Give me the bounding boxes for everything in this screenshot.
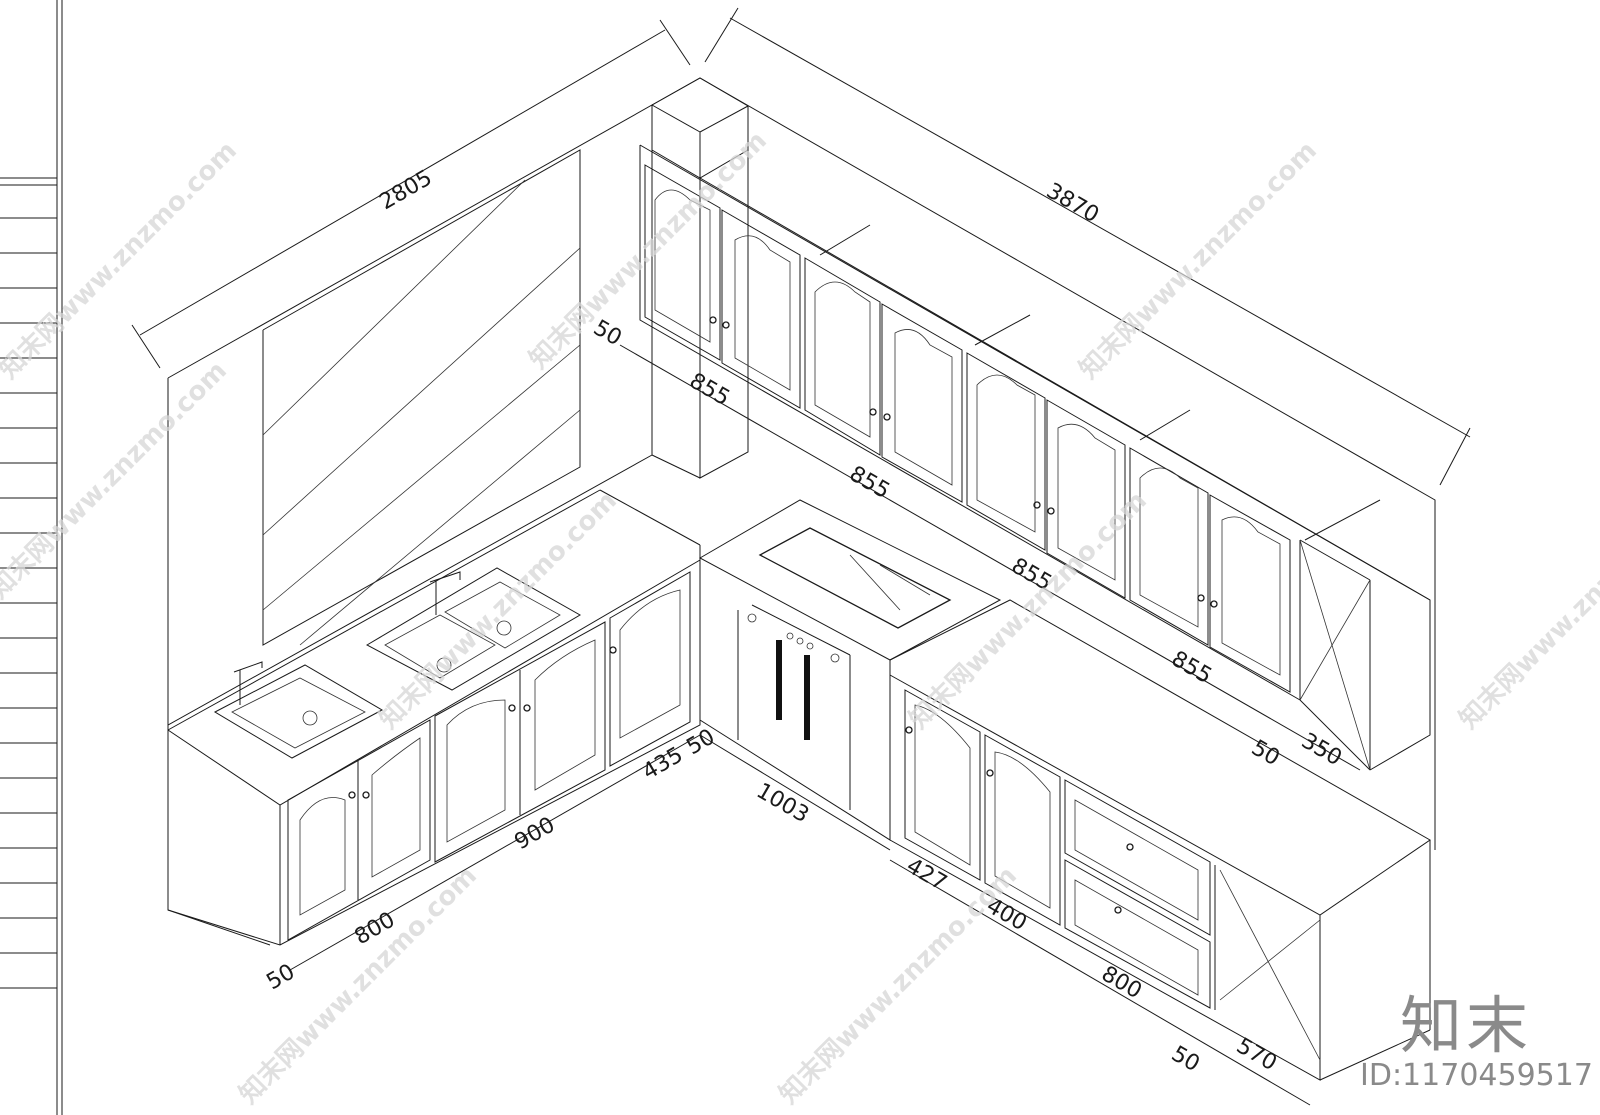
dimension-labels: 2805 3870 50 855 855 855 855 350 50 50 8… — [263, 166, 1346, 1078]
upper-cabinets — [639, 144, 1431, 771]
brand-logo: 知末 — [1400, 989, 1533, 1062]
dim-435: 435 — [639, 743, 688, 786]
dim-3870: 3870 — [1042, 179, 1103, 229]
watermark-9: 知末网www.znzmo.com — [1454, 486, 1600, 735]
double-sink — [365, 567, 582, 691]
dim-50-left: 50 — [263, 960, 300, 996]
sidebar-ruler — [0, 0, 63, 1115]
watermark-1: 知末网www.znzmo.com — [0, 136, 243, 385]
image-id-label: ID:1170459517 — [1360, 1058, 1593, 1093]
watermark-6: 知末网www.znzmo.com — [904, 486, 1153, 735]
range-hood-column — [651, 77, 749, 479]
base-cabinets-right — [889, 599, 1431, 1081]
dim-50-upper-end: 50 — [1247, 736, 1284, 772]
oven-handle-left — [776, 640, 782, 720]
base-cabinets-left — [167, 489, 701, 946]
oven-handle-right — [804, 655, 810, 740]
single-sink — [213, 661, 384, 759]
dim-800-right: 800 — [1097, 962, 1146, 1005]
watermark-4: 知末网www.znzmo.com — [374, 486, 623, 735]
watermark-3: 知末网www.znzmo.com — [524, 126, 773, 375]
dimension-lines — [131, 7, 1471, 1106]
dim-50-corner: 50 — [683, 725, 720, 761]
dim-570: 570 — [1232, 1034, 1281, 1077]
watermark-5: 知末网www.znzmo.com — [1074, 136, 1323, 385]
dim-900: 900 — [511, 813, 560, 856]
dim-2805: 2805 — [376, 166, 437, 216]
stove-section — [698, 499, 1002, 841]
watermark-8: 知末网www.znzmo.com — [774, 861, 1023, 1110]
dim-50-right: 50 — [1167, 1042, 1204, 1078]
dim-350: 350 — [1297, 729, 1346, 772]
dim-855-1: 855 — [685, 369, 734, 412]
